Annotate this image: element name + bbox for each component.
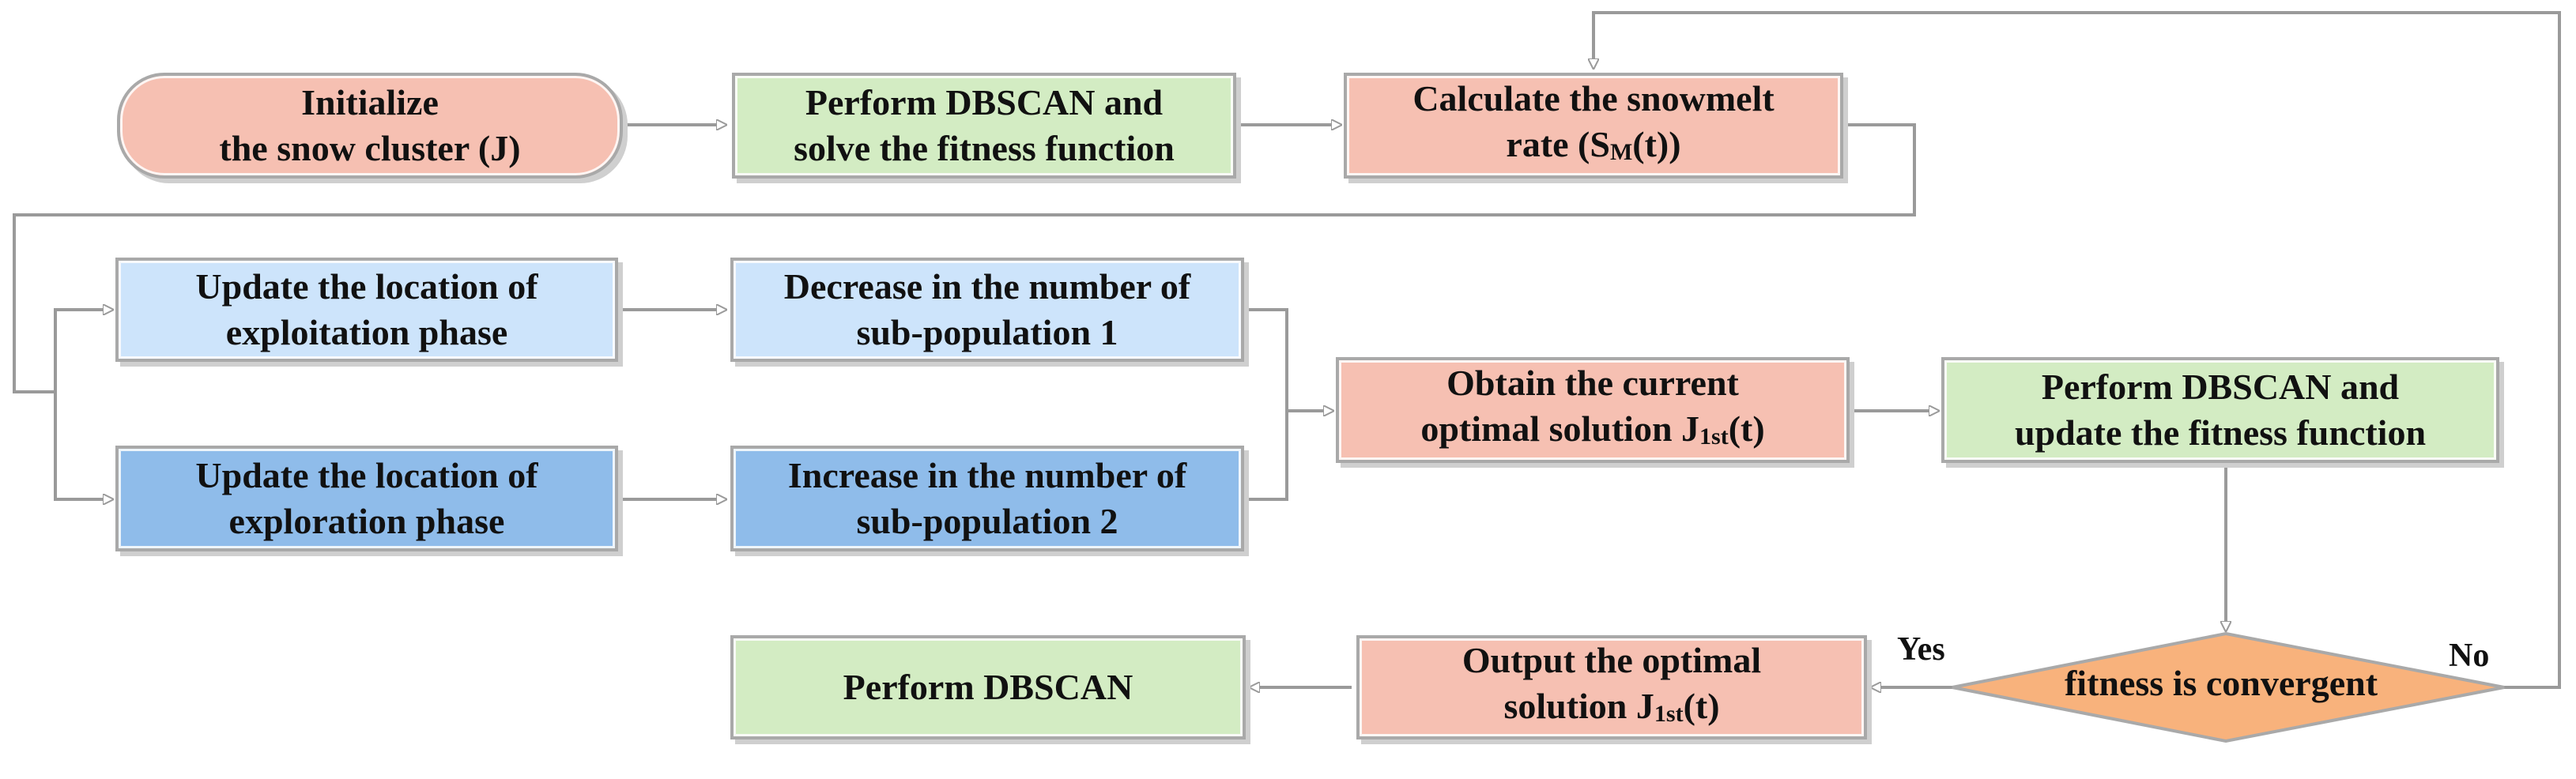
output-label: Output the optimal solution J1st(t) [1462, 638, 1761, 737]
exploration-node: Update the location of exploration phase [115, 446, 618, 551]
decision-diamond [1952, 631, 2505, 743]
decrease-label: Decrease in the number of sub-population… [783, 266, 1191, 352]
snowmelt-node: Calculate the snowmelt rate (SM(t)) [1344, 73, 1843, 179]
no-label: No [2449, 638, 2490, 674]
output-line1: Output the optimal [1461, 640, 1762, 680]
snowmelt-pre: rate (S [1506, 124, 1610, 164]
snowmelt-subscript: M [1609, 139, 1633, 165]
obtain-subscript: 1st [1699, 423, 1729, 450]
obtain-post: (t) [1728, 408, 1765, 449]
snowmelt-line1: Calculate the snowmelt [1412, 78, 1775, 119]
initialize-label: Initialize the snow cluster (J) [219, 82, 521, 168]
edge-decision-no-loop [1593, 11, 2561, 689]
final-dbscan-label: Perform DBSCAN [843, 667, 1133, 707]
output-pre: solution J [1503, 686, 1654, 726]
output-solution-node: Output the optimal solution J1st(t) [1356, 635, 1867, 739]
obtain-pre: optimal solution J [1420, 408, 1700, 449]
dbscan-update-node: Perform DBSCAN and update the fitness fu… [1941, 357, 2499, 463]
dbscan-solve-label: Perform DBSCAN and solve the fitness fun… [794, 82, 1175, 168]
decision-label: fitness is convergent [2064, 663, 2378, 703]
edge-snowmelt-to-split [13, 123, 1916, 393]
output-post: (t) [1683, 686, 1720, 726]
exploration-label: Update the location of exploration phase [195, 455, 538, 541]
final-dbscan-node: Perform DBSCAN [730, 635, 1246, 739]
output-subscript: 1st [1654, 701, 1684, 727]
snowmelt-label: Calculate the snowmelt rate (SM(t)) [1412, 76, 1774, 175]
dbscan-update-label: Perform DBSCAN and update the fitness fu… [2014, 367, 2427, 453]
exploitation-label: Update the location of exploitation phas… [195, 266, 538, 352]
edge-decrease-to-merge [1249, 308, 1288, 501]
yes-label: Yes [1897, 631, 1945, 668]
obtain-solution-node: Obtain the current optimal solution J1st… [1336, 357, 1850, 463]
increase-node: Increase in the number of sub-population… [730, 446, 1244, 551]
edge-split-to-exploration [32, 390, 112, 499]
edge-split-to-exploitation [54, 310, 112, 392]
obtain-line1: Obtain the current [1446, 363, 1739, 403]
decrease-node: Decrease in the number of sub-population… [730, 258, 1244, 362]
exploitation-node: Update the location of exploitation phas… [115, 258, 618, 362]
increase-label: Increase in the number of sub-population… [787, 455, 1187, 541]
snowmelt-post: (t)) [1632, 124, 1681, 164]
dbscan-solve-node: Perform DBSCAN and solve the fitness fun… [732, 73, 1236, 179]
initialize-node: Initialize the snow cluster (J) [117, 73, 623, 179]
obtain-label: Obtain the current optimal solution J1st… [1420, 360, 1764, 460]
